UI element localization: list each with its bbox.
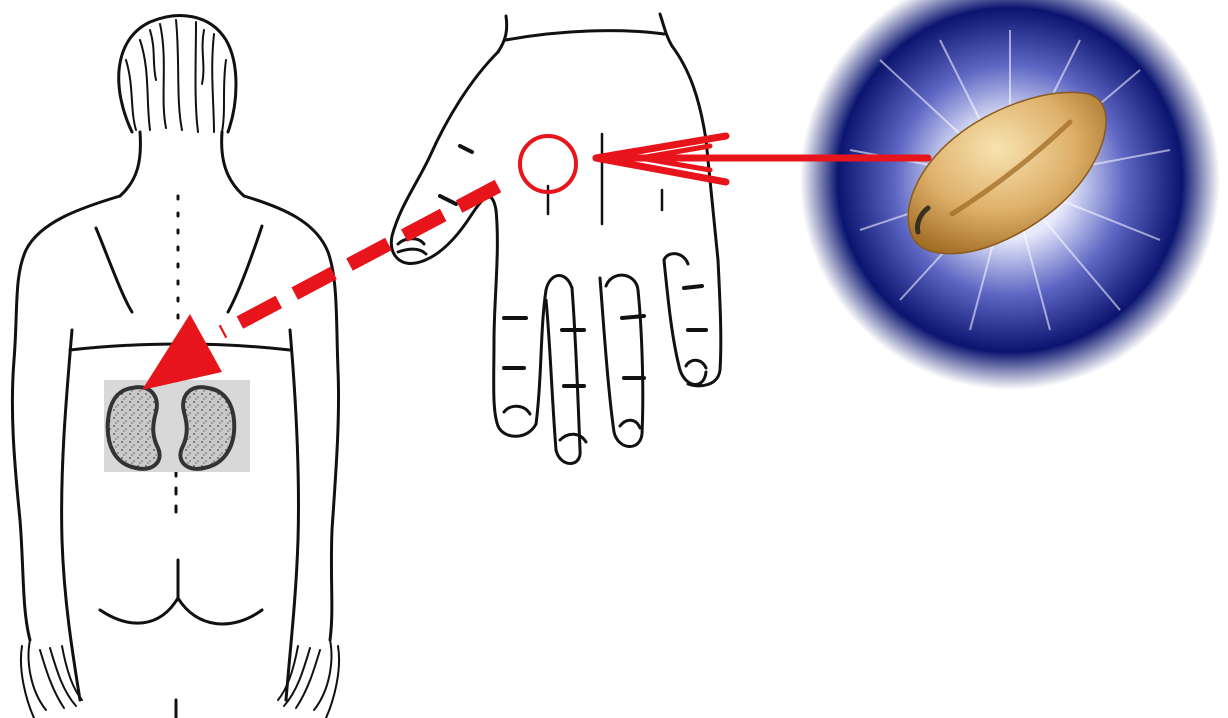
kidney-icon: [180, 387, 234, 469]
palm-of-hand: [391, 14, 721, 464]
torso-right-outline: [244, 196, 339, 640]
arrow-palm-point-to-kidney: [142, 186, 498, 390]
acupoint-circle-icon: [520, 136, 576, 192]
kidney-icon: [108, 387, 160, 469]
wheat-seed-on-glow: [800, 0, 1220, 390]
hair-strands: [126, 20, 226, 132]
neck: [120, 132, 140, 196]
buttocks: [100, 598, 262, 624]
palm-outline: [391, 52, 536, 436]
kidneys: [104, 380, 250, 472]
